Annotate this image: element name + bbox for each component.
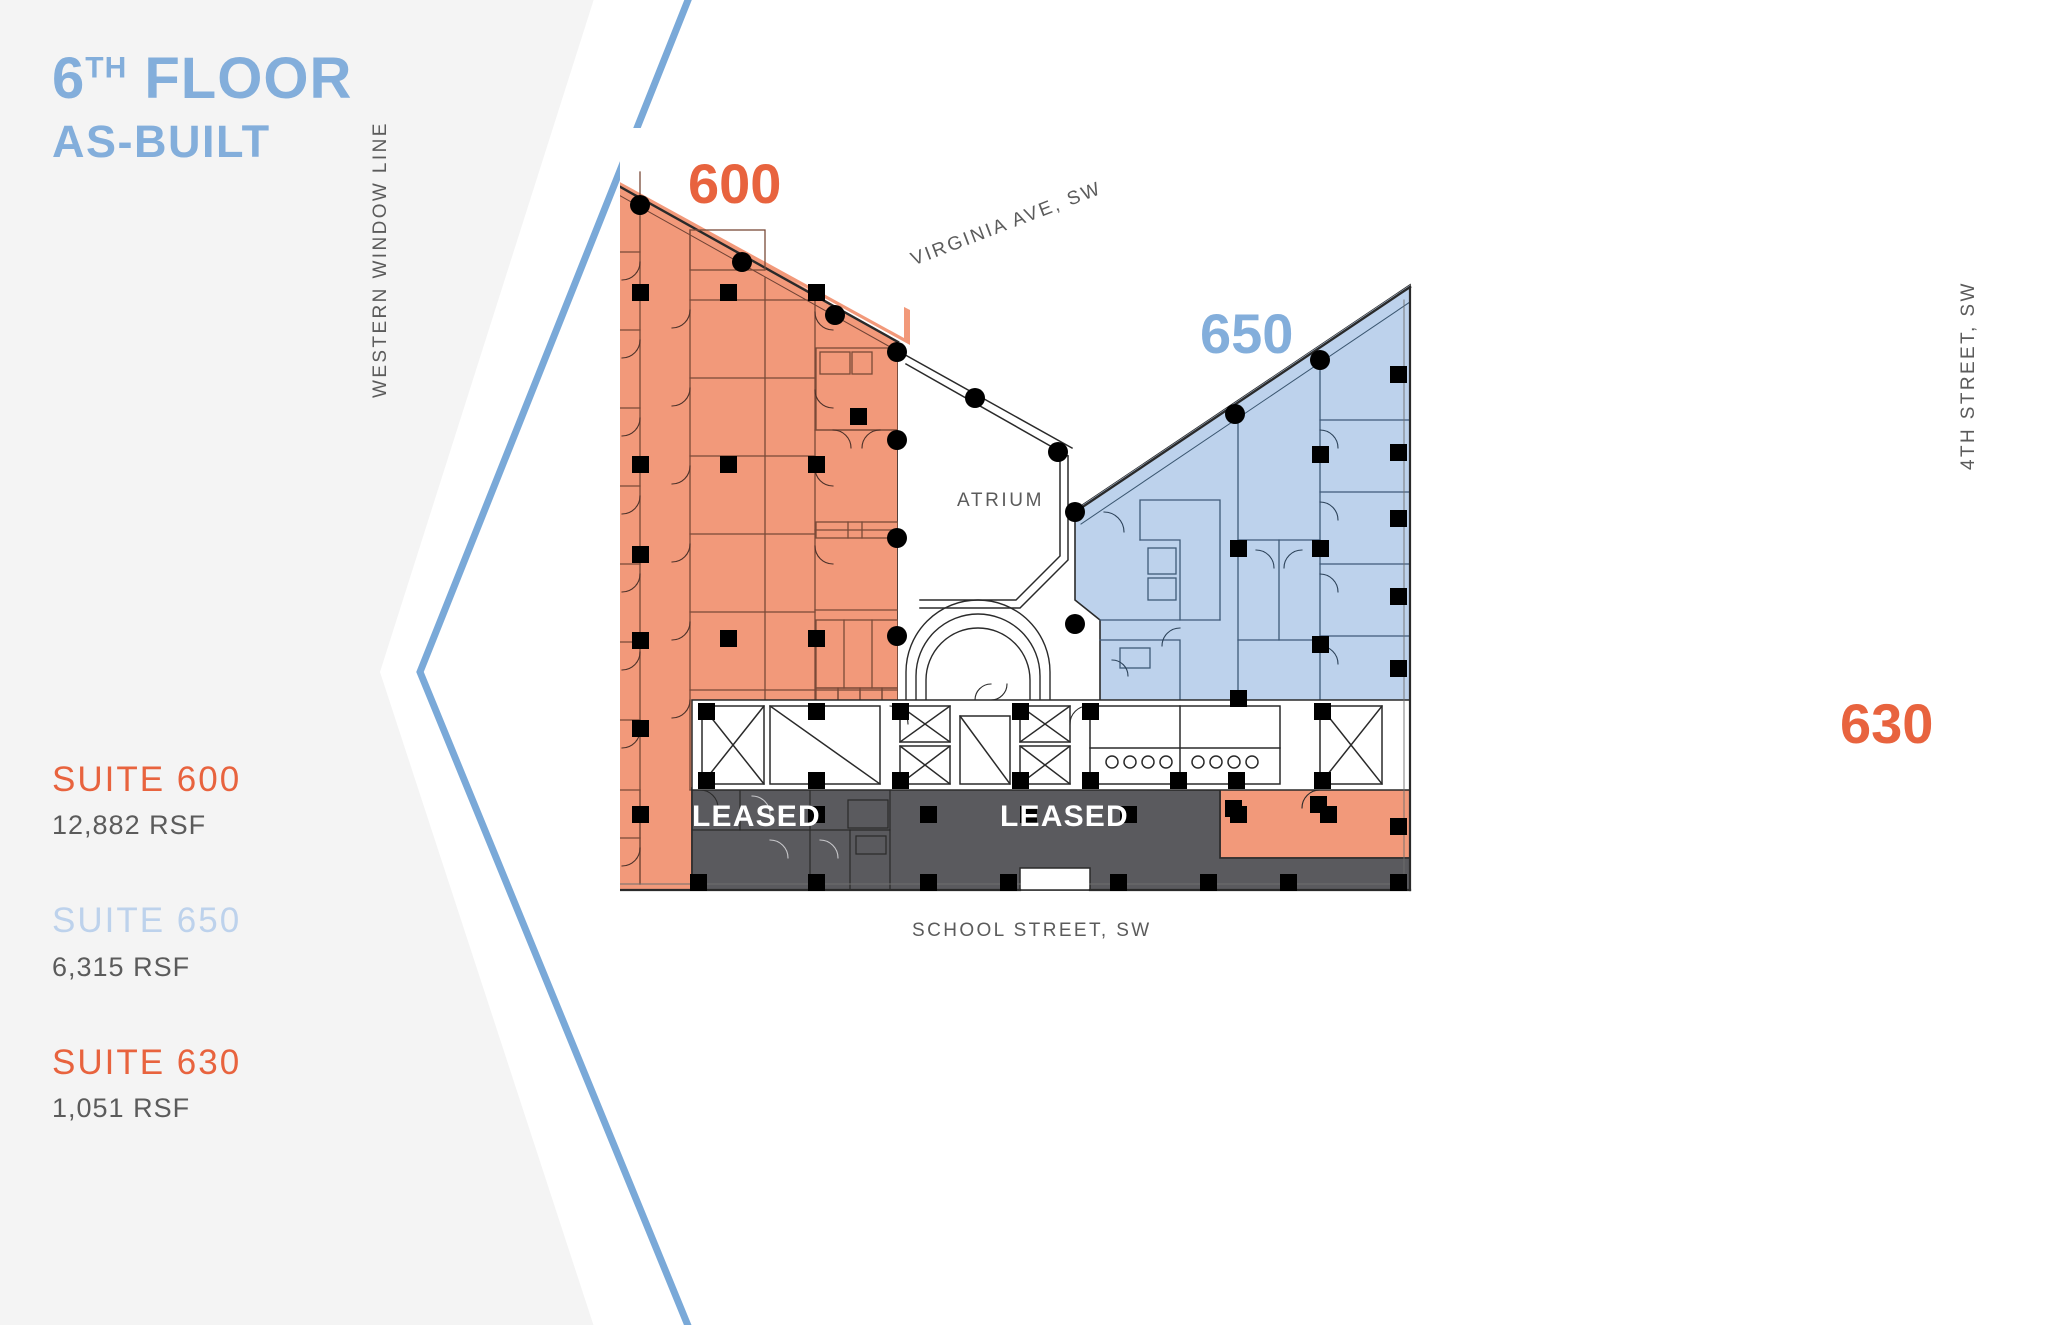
floor-plan: 600 650 630 VIRGINIA AVE, SW SCHOOL STRE… — [370, 0, 2048, 1325]
atrium-label: ATRIUM — [957, 490, 1045, 511]
floor-plan-drawing — [620, 128, 1412, 892]
suite-legend: SUITE 600 12,882 RSF SUITE 650 6,315 RSF… — [52, 760, 241, 1184]
legend-area-suite-600: 12,882 RSF — [52, 810, 207, 841]
street-label-school-street: SCHOOL STREET, SW — [912, 920, 1152, 941]
leased-label-1: LEASED — [692, 800, 821, 833]
suite-label-600: 600 — [688, 152, 782, 215]
legend-area-suite-650: 6,315 RSF — [52, 951, 191, 982]
leased-label-2: LEASED — [1000, 800, 1129, 833]
legend-title-suite-630: SUITE 630 — [52, 1042, 242, 1082]
legend-item-suite-600: SUITE 600 12,882 RSF — [52, 760, 241, 841]
legend-area-suite-630: 1,051 RSF — [52, 1092, 191, 1123]
street-label-4th-street: 4TH STREET, SW — [1958, 281, 1979, 470]
title-line-1: 6TH FLOOR — [52, 46, 353, 111]
legend-item-suite-650: SUITE 650 6,315 RSF — [52, 901, 241, 982]
title-superscript: TH — [85, 51, 128, 85]
legend-title-suite-600: SUITE 600 — [52, 760, 242, 799]
atrium-void — [898, 342, 1080, 700]
suite-label-630: 630 — [1840, 692, 1934, 755]
suite-label-650: 650 — [1200, 302, 1294, 365]
title-line-2: AS-BUILT — [52, 116, 271, 168]
page-title: 6TH FLOOR AS-BUILT — [52, 48, 352, 169]
legend-title-suite-650: SUITE 650 — [52, 901, 242, 941]
legend-item-suite-630: SUITE 630 1,051 RSF — [52, 1043, 241, 1124]
street-label-western-window-line: WESTERN WINDOW LINE — [370, 121, 391, 398]
